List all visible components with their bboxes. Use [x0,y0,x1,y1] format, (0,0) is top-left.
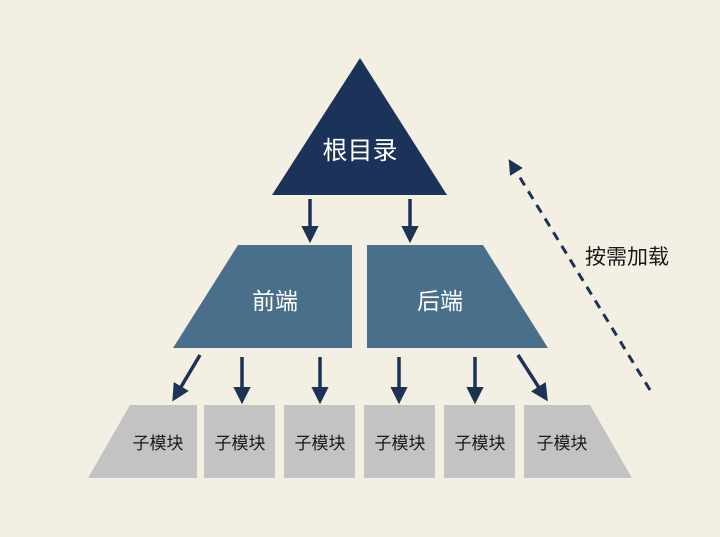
branch-node-backend-shape [367,245,548,348]
module-node-3-label: 子模块 [295,434,346,454]
module-node-6-label: 子模块 [537,434,588,454]
load-on-demand-label: 按需加载 [585,245,669,269]
module-node-1-shape [88,405,197,478]
module-node-2-label: 子模块 [215,434,266,454]
module-node-2-shape [204,405,275,478]
dashed-arrow-up-icon [508,159,652,391]
module-node-4-label: 子模块 [375,434,426,454]
module-node-6-shape [524,405,632,478]
root-node-label: 根目录 [322,136,397,165]
module-node-5-label: 子模块 [455,434,506,454]
arrow-down-icon [172,354,202,402]
branch-node-backend-label: 后端 [417,289,463,315]
root-node-shape [272,58,447,195]
module-node-4-shape [364,405,435,478]
branch-node-frontend-label: 前端 [252,289,298,315]
branch-node-frontend-shape [173,245,352,348]
module-node-1-label: 子模块 [133,434,184,454]
module-node-5-shape [444,405,515,478]
module-node-3-shape [284,405,355,478]
arrow-down-icon [516,354,548,402]
